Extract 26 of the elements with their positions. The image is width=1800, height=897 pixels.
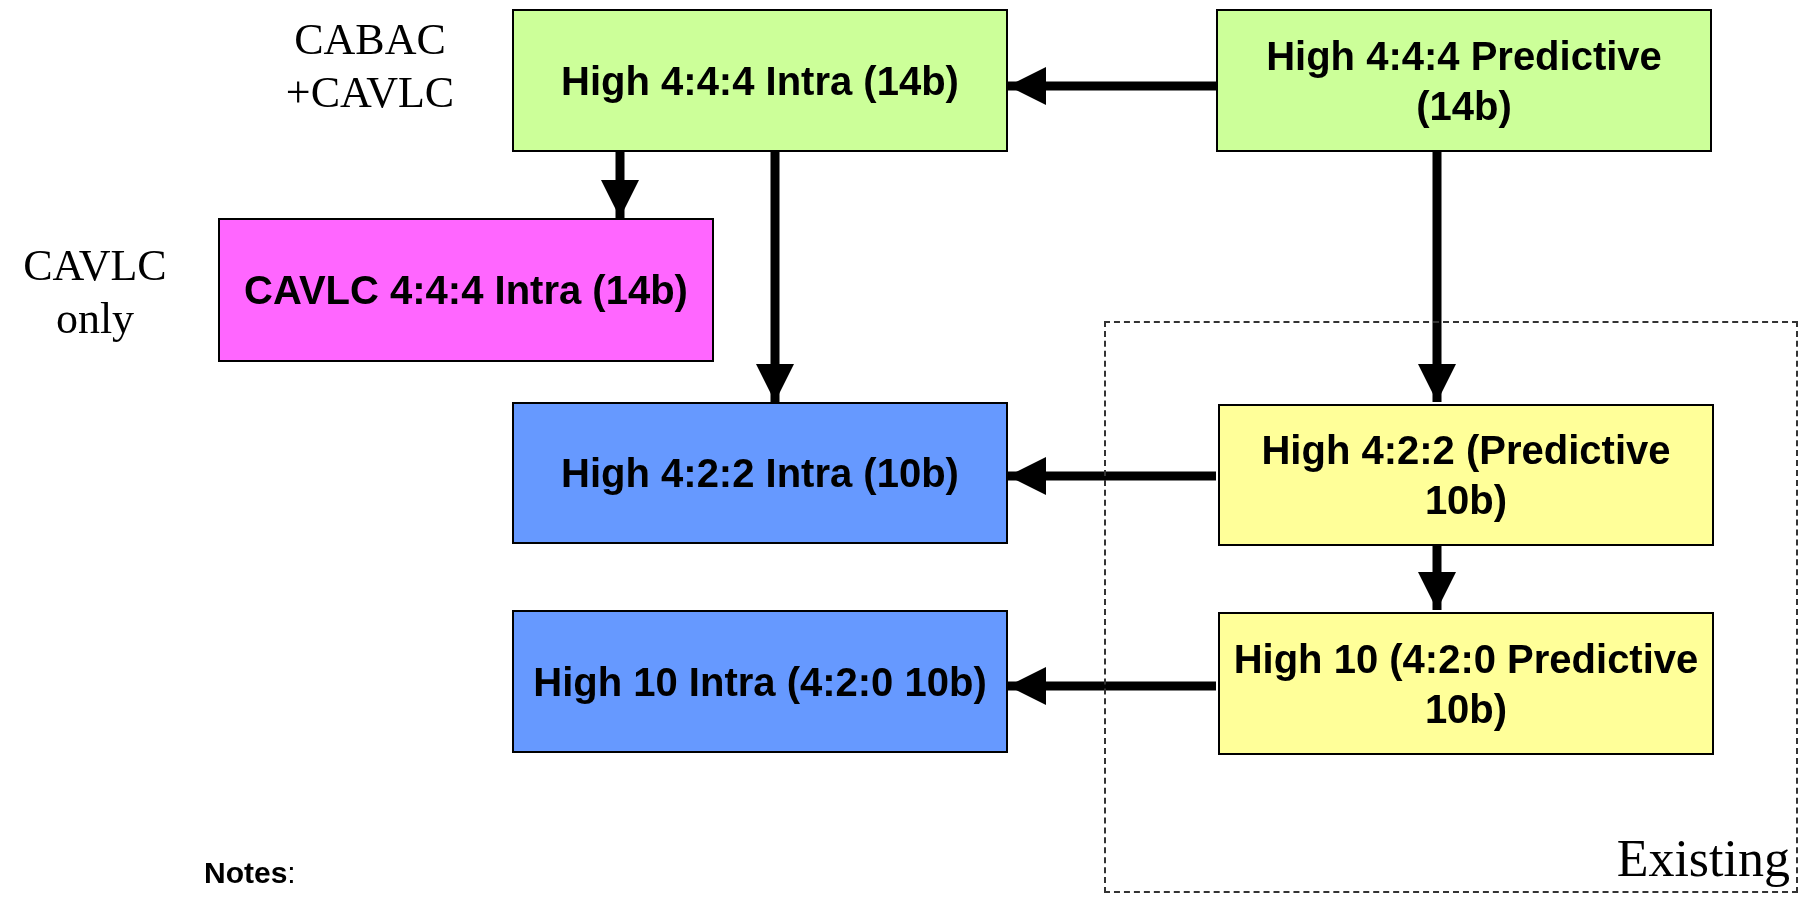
arrow [1418, 152, 1456, 402]
profile-box [512, 610, 1008, 753]
profile-name: CAVLC 4:4:4 Intra (14b) [243, 267, 689, 314]
profile-name: High 4:4:4 Predictive (14b) [1265, 32, 1663, 130]
side-note: CAVLC only [22, 240, 168, 345]
side-note: CABAC +CAVLC [284, 14, 456, 119]
dashed-group-frame [1104, 321, 1798, 893]
profile-box [512, 9, 1008, 152]
arrow [1008, 667, 1216, 705]
profile-name: High 4:2:2 (Predictive 10b) [1260, 427, 1672, 524]
profile-name: High 10 Intra (4:2:0 10b) [532, 658, 988, 706]
group-label: Existing [1616, 829, 1790, 889]
profile-box [218, 218, 714, 362]
arrow [1418, 544, 1456, 610]
arrow [1008, 67, 1216, 105]
profile-name: High 4:2:2 Intra (10b) [560, 450, 960, 497]
profile-box [512, 402, 1008, 544]
profile-box [1218, 404, 1714, 546]
notes-heading: Notes: [204, 856, 296, 890]
profile-name: High 10 (4:2:0 Predictive 10b) [1232, 635, 1700, 733]
profile-box [1218, 612, 1714, 755]
arrow [601, 152, 639, 218]
arrow [1008, 457, 1216, 495]
profile-name: High 4:4:4 Intra (14b) [560, 57, 960, 105]
profile-box [1216, 9, 1712, 152]
arrow [756, 152, 794, 402]
